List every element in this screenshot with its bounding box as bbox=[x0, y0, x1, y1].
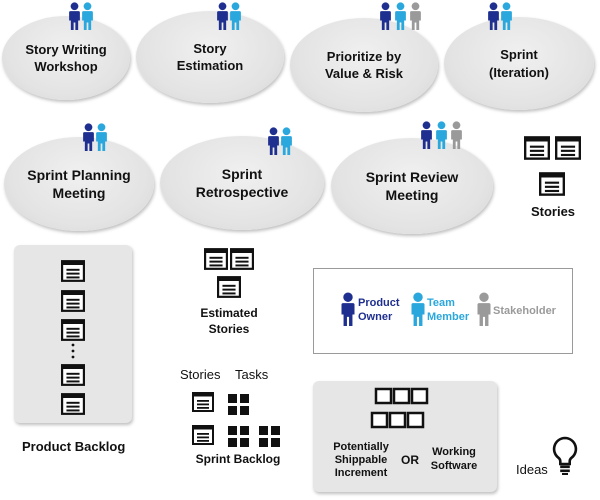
roles-sprint bbox=[488, 2, 522, 32]
legend-team-member: Team Member bbox=[427, 297, 470, 323]
team-member-icon bbox=[281, 127, 292, 155]
ceremony-sprint-review: Sprint Review Meeting bbox=[331, 138, 493, 234]
roles-sprint-review bbox=[421, 121, 471, 151]
team-member-icon bbox=[96, 123, 107, 151]
ceremony-label: Sprint (Iteration) bbox=[489, 47, 549, 80]
estimated-stories-label: Estimated Stories bbox=[200, 306, 258, 336]
increment-or-label: OR bbox=[401, 453, 419, 467]
team-member-icon bbox=[501, 2, 512, 30]
ideas-label: Ideas bbox=[516, 462, 548, 477]
task-icon bbox=[259, 426, 280, 447]
ceremony-label: Sprint Planning Meeting bbox=[27, 166, 131, 201]
increment-right-label: Working Software bbox=[430, 446, 478, 472]
sprint-backlog-tasks-header: Tasks bbox=[235, 367, 269, 382]
ceremony-story-estimation: Story Estimation bbox=[136, 11, 284, 103]
stakeholder-icon bbox=[477, 292, 491, 326]
task-icon bbox=[228, 394, 249, 415]
team-member-icon bbox=[395, 2, 406, 30]
roles-sprint-retrospective bbox=[268, 127, 302, 157]
lightbulb-icon bbox=[552, 436, 578, 475]
ceremony-prioritize: Prioritize by Value & Risk bbox=[290, 18, 438, 112]
roles-story-estimation bbox=[217, 2, 251, 32]
product-owner-icon bbox=[380, 2, 391, 30]
ceremony-label: Prioritize by Value & Risk bbox=[324, 48, 404, 81]
estimated-stories-artifact: Estimated Stories bbox=[196, 246, 262, 342]
ceremony-story-writing-workshop: Story Writing Workshop bbox=[2, 16, 130, 100]
task-icon bbox=[228, 426, 249, 447]
sprint-backlog-stories-header: Stories bbox=[180, 367, 221, 382]
story-card-icon bbox=[192, 425, 214, 445]
legend-stakeholder: Stakeholder bbox=[493, 305, 556, 317]
product-owner-icon bbox=[341, 292, 355, 326]
team-member-icon bbox=[230, 2, 241, 30]
product-backlog-label: Product Backlog bbox=[22, 439, 126, 454]
team-member-icon bbox=[411, 292, 425, 326]
product-owner-icon bbox=[83, 123, 94, 151]
roles-story-writing-workshop bbox=[69, 2, 103, 32]
role-legend: Product Owner Team Member Stakeholder bbox=[313, 268, 573, 354]
product-owner-icon bbox=[217, 2, 228, 30]
ceremony-label: Story Estimation bbox=[176, 40, 244, 73]
roles-sprint-planning bbox=[83, 123, 117, 153]
product-owner-icon bbox=[488, 2, 499, 30]
story-cards-icon bbox=[524, 136, 581, 196]
stories-label: Stories bbox=[530, 204, 576, 219]
team-member-icon bbox=[82, 2, 93, 30]
product-owner-icon bbox=[268, 127, 279, 155]
sprint-backlog-icons bbox=[192, 392, 280, 447]
increment-panel: Potentially Shippable Increment OR Worki… bbox=[313, 381, 497, 492]
increment-left-label: Potentially Shippable Increment bbox=[333, 441, 389, 480]
sprint-backlog-label: Sprint Backlog bbox=[195, 452, 281, 466]
ceremony-sprint-retrospective: Sprint Retrospective bbox=[160, 136, 324, 230]
product-backlog-panel bbox=[14, 245, 132, 423]
team-member-icon bbox=[436, 121, 447, 149]
estimated-story-cards-icon bbox=[204, 248, 254, 298]
ceremony-label: Story Writing Workshop bbox=[25, 41, 107, 74]
product-owner-icon bbox=[421, 121, 432, 149]
ceremony-label: Sprint Retrospective bbox=[195, 165, 289, 200]
story-card-icon bbox=[192, 392, 214, 412]
ceremony-sprint-planning: Sprint Planning Meeting bbox=[4, 137, 154, 231]
roles-prioritize bbox=[380, 2, 430, 32]
backlog-cards-icon bbox=[61, 260, 85, 415]
ceremony-sprint: Sprint (Iteration) bbox=[444, 17, 594, 110]
legend-product-owner: Product Owner bbox=[358, 297, 400, 323]
ceremony-label: Sprint Review Meeting bbox=[365, 168, 459, 203]
stakeholder-icon bbox=[410, 2, 421, 30]
product-owner-icon bbox=[69, 2, 80, 30]
increment-blocks-icon bbox=[370, 387, 429, 429]
stories-artifact: Stories bbox=[522, 136, 584, 224]
stakeholder-icon bbox=[451, 121, 462, 149]
